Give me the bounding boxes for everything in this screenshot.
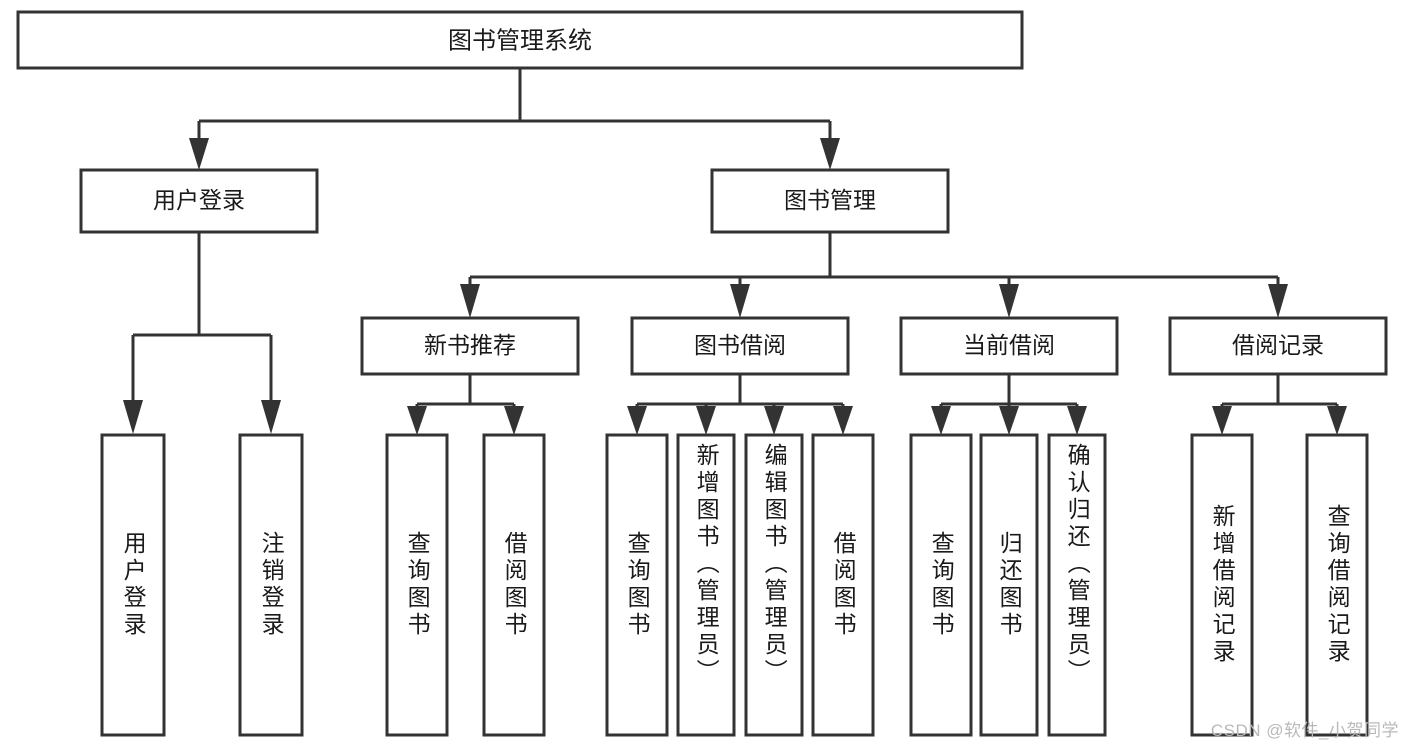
arrow-head-leaf-borrow-book-2: [833, 406, 853, 435]
node-leaf-query-record-box[interactable]: [1305, 433, 1369, 737]
arrow-head-borrow-record: [1268, 284, 1288, 318]
arrow-head-book-borrow: [730, 284, 750, 318]
arrow-head-current-borrow: [999, 284, 1019, 318]
arrow-head-leaf-query-book-3: [931, 406, 951, 435]
arrow-head-leaf-add-book: [696, 406, 716, 435]
node-user-login-label: 用户登录: [153, 187, 245, 213]
node-new-book-recommend[interactable]: 新书推荐: [360, 316, 580, 376]
node-current-borrow-box[interactable]: [899, 316, 1119, 376]
node-leaf-add-book-box[interactable]: [676, 433, 736, 737]
node-root-box[interactable]: [16, 10, 1024, 70]
node-borrow-record-box[interactable]: [1168, 316, 1388, 376]
node-root[interactable]: 图书管理系统: [16, 10, 1024, 70]
connector-group-new-book-recommend: [407, 374, 524, 435]
arrow-head-leaf-user-login: [123, 400, 143, 434]
watermark-text: CSDN @软件_小贺同学: [1210, 721, 1399, 740]
node-book-manage[interactable]: 图书管理: [710, 168, 950, 234]
node-leaf-add-record-box[interactable]: [1190, 433, 1254, 737]
node-borrow-record[interactable]: 借阅记录: [1168, 316, 1388, 376]
connector-group-user-login: [123, 232, 281, 434]
node-new-book-recommend-box[interactable]: [360, 316, 580, 376]
connector-group-book-borrow: [627, 374, 853, 435]
connector-group-book-manage: [460, 232, 1288, 318]
node-user-login[interactable]: 用户登录: [79, 168, 319, 234]
node-book-borrow[interactable]: 图书借阅: [630, 316, 850, 376]
node-leaf-edit-book-box[interactable]: [744, 433, 804, 737]
node-leaf-borrow-book-1-box[interactable]: [482, 433, 546, 737]
node-borrow-record-label: 借阅记录: [1232, 332, 1324, 358]
node-book-borrow-box[interactable]: [630, 316, 850, 376]
node-leaf-query-book-1-box[interactable]: [385, 433, 449, 737]
node-leaf-return-book-box[interactable]: [979, 433, 1039, 737]
connector-group-current-borrow: [931, 374, 1087, 435]
node-current-borrow-label: 当前借阅: [963, 332, 1055, 358]
arrow-head-leaf-query-record: [1327, 406, 1347, 435]
node-user-login-box[interactable]: [79, 168, 319, 234]
node-leaf-logout-box[interactable]: [238, 433, 304, 737]
arrow-head-user-login: [189, 138, 209, 170]
node-current-borrow[interactable]: 当前借阅: [899, 316, 1119, 376]
arrow-head-leaf-query-book-2: [627, 406, 647, 435]
node-leaf-query-book-3-box[interactable]: [909, 433, 973, 737]
node-root-label: 图书管理系统: [448, 27, 592, 54]
arrow-head-leaf-add-record: [1212, 406, 1232, 435]
arrow-head-new-book-recommend: [460, 284, 480, 318]
node-leaf-confirm-return-box[interactable]: [1047, 433, 1107, 737]
node-leaf-user-login-box[interactable]: [100, 433, 166, 737]
arrow-head-leaf-logout: [261, 400, 281, 434]
node-book-manage-label: 图书管理: [784, 187, 876, 213]
node-book-manage-box[interactable]: [710, 168, 950, 234]
arrow-head-leaf-query-book-1: [407, 406, 427, 435]
node-leaf-borrow-book-2-box[interactable]: [811, 433, 875, 737]
arrow-head-leaf-edit-book: [764, 406, 784, 435]
arrow-head-leaf-confirm-return: [1067, 406, 1087, 435]
arrow-head-book-manage: [820, 138, 840, 170]
arrow-head-leaf-return-book: [999, 406, 1019, 435]
node-new-book-recommend-label: 新书推荐: [424, 332, 516, 358]
connector-group-borrow-record: [1212, 374, 1347, 435]
connector-group-root: [189, 68, 840, 170]
node-leaf-query-book-2-box[interactable]: [605, 433, 669, 737]
arrow-head-leaf-borrow-book-1: [504, 406, 524, 435]
node-book-borrow-label: 图书借阅: [694, 332, 786, 358]
